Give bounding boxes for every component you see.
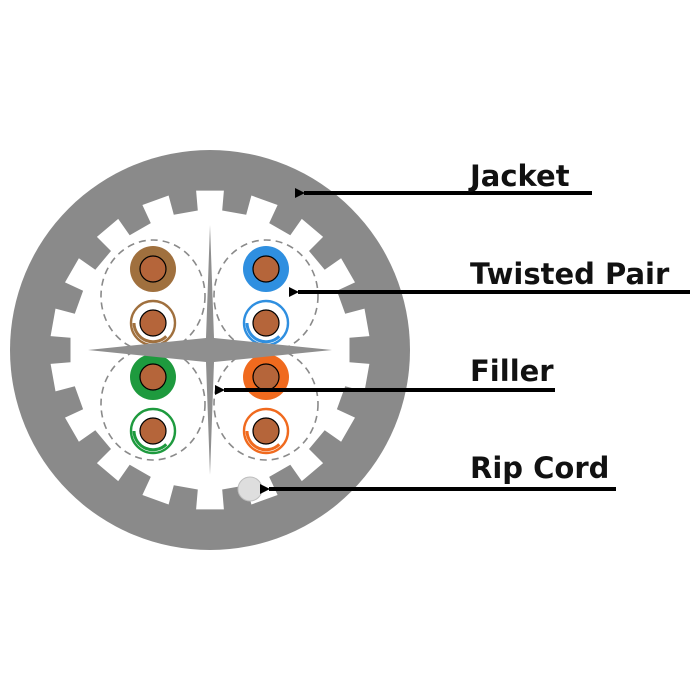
rip-cord-strand xyxy=(237,476,263,502)
twisted-pair-label: Twisted Pair xyxy=(470,257,670,291)
copper-core xyxy=(139,363,167,391)
twisted-pair-brown xyxy=(100,239,206,353)
rip-cord xyxy=(237,476,263,502)
filler-label: Filler xyxy=(470,354,554,388)
rip-cord-label: Rip Cord xyxy=(470,451,609,485)
copper-core xyxy=(139,255,167,283)
stripe-arc xyxy=(245,430,281,452)
copper-core xyxy=(139,417,167,445)
copper-core xyxy=(252,417,280,445)
stripe-arc xyxy=(245,322,281,344)
callouts: Jacket Twisted Pair Filler Rip Cord xyxy=(215,159,690,494)
copper-core xyxy=(252,363,280,391)
stripe-arc xyxy=(132,430,168,452)
copper-core xyxy=(139,309,167,337)
copper-core xyxy=(252,309,280,337)
stripe-arc xyxy=(132,322,168,344)
jacket-label: Jacket xyxy=(468,159,570,193)
copper-core xyxy=(252,255,280,283)
filler xyxy=(88,225,332,475)
filler-cross-spline xyxy=(88,225,332,475)
